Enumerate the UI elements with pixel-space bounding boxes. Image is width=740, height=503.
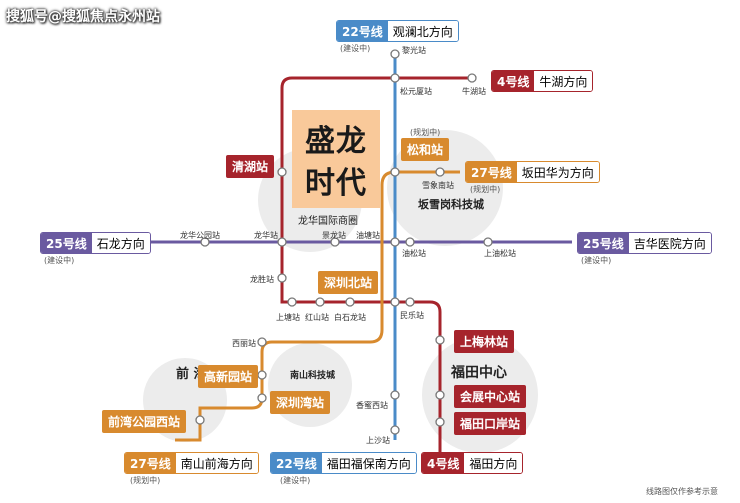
label-baishilong: 白石龙站: [334, 313, 366, 322]
station-dot-songyuanxia: [390, 73, 400, 83]
label-xili: 西丽站: [232, 339, 256, 348]
station-dot-longhua-park: [200, 237, 210, 247]
label-longhua-park: 龙华公园站: [180, 231, 220, 240]
label-shangtang: 上塘站: [276, 313, 300, 322]
dir-line25-east-num: 25号线: [578, 233, 629, 253]
dir-line4-north-dest: 牛湖方向: [534, 71, 593, 91]
label-jinglong: 景龙站: [322, 231, 346, 240]
label-yousong: 油松站: [402, 249, 426, 258]
dir-line25-west-sub: (建设中): [44, 256, 75, 265]
station-dot-liguang: [390, 49, 400, 59]
dir-line27-north-num: 27号线: [466, 162, 517, 182]
dir-line27-south-dest: 南山前海方向: [175, 453, 258, 473]
label-hongshan: 红山站: [305, 313, 329, 322]
station-dot-shangtang: [287, 297, 297, 307]
dir-line22-south-dest: 福田福保南方向: [321, 453, 416, 473]
tag-shenzhen-north: 深圳北站: [318, 271, 379, 294]
dir-line4-south-num: 4号线: [422, 453, 465, 473]
station-dot-jinglong: [330, 237, 340, 247]
station-dot-minle: [405, 297, 415, 307]
tag-songhe: 松和站: [401, 138, 450, 161]
dir-line25-west-dest: 石龙方向: [91, 233, 150, 253]
development-name-line1: 盛龙: [305, 124, 367, 159]
dir-line27-north-sub: (规划中): [470, 185, 501, 194]
development-highlight: 盛龙 时代: [292, 110, 380, 208]
tag-exhibition: 会展中心站: [454, 385, 527, 408]
area-futian: 福田中心: [451, 365, 507, 381]
footnote: 线路图仅作参考示意: [646, 487, 718, 496]
line-4: [280, 76, 472, 455]
station-dot-exhibition: [435, 390, 445, 400]
station-dot-xiangmihu: [390, 390, 400, 400]
station-dot-shangsha: [390, 425, 400, 435]
dir-line4-south-dest: 福田方向: [464, 453, 523, 473]
dir-line27-south-num: 27号线: [125, 453, 176, 473]
dir-line22-south-sub: (建设中): [280, 476, 311, 485]
dir-line25-west-num: 25号线: [41, 233, 92, 253]
label-shangyousong: 上油松站: [484, 249, 516, 258]
label-liguang: 黎光站: [402, 46, 426, 55]
dir-line25-east: 25号线 吉华医院方向: [577, 232, 712, 254]
station-dot-longhua: [277, 237, 287, 247]
line-27: [175, 170, 460, 442]
label-xiangmihu: 香蜜西站: [356, 401, 388, 410]
label-songyuanxia: 松元厦站: [400, 87, 432, 96]
label-xuexiangnan: 雪象南站: [422, 181, 454, 190]
tag-gaoxinyuan: 高新园站: [198, 365, 259, 388]
tag-qinghu: 清湖站: [226, 155, 275, 178]
station-dot-hongshan: [315, 297, 325, 307]
district-label: 龙华国际商圈: [298, 216, 358, 227]
dir-line22-north-sub: (建设中): [340, 44, 371, 53]
area-nanshan: 南山科技城: [290, 371, 336, 381]
area-bantian: 坂雪岗科技城: [418, 198, 484, 211]
tag-qianwan-park-w: 前湾公园西站: [102, 410, 187, 433]
tag-shangmeilin: 上梅林站: [454, 330, 515, 353]
station-dot-qinghu: [277, 167, 287, 177]
dir-line25-east-dest: 吉华医院方向: [628, 233, 711, 253]
station-dot-songhe: [390, 167, 400, 177]
dir-line25-west: 25号线 石龙方向: [40, 232, 151, 254]
dir-line4-north-num: 4号线: [492, 71, 535, 91]
station-dot-shenzhenwan: [257, 393, 267, 403]
dir-line27-north-dest: 坂田华为方向: [516, 162, 599, 182]
nanshan-area-bubble: [268, 343, 352, 427]
tag-songhe-sub: (规划中): [410, 128, 441, 137]
station-dot-yousong: [405, 237, 415, 247]
dir-line22-north-dest: 观澜北方向: [387, 21, 458, 41]
dir-line27-south: 27号线 南山前海方向: [124, 452, 259, 474]
label-minle: 民乐站: [400, 311, 424, 320]
station-dot-gaoxinyuan: [257, 370, 267, 380]
station-dot-shangmeilin: [435, 335, 445, 345]
dir-line22-north-num: 22号线: [337, 21, 388, 41]
station-dot-xili: [257, 337, 267, 347]
dir-line27-south-sub: (规划中): [130, 476, 161, 485]
dir-line4-north: 4号线 牛湖方向: [491, 70, 594, 92]
dir-line22-south-num: 22号线: [271, 453, 322, 473]
dir-line22-south: 22号线 福田福保南方向: [270, 452, 417, 474]
station-dot-longsheng: [277, 273, 287, 283]
label-shangsha: 上沙站: [366, 436, 390, 445]
dir-line27-north: 27号线 坂田华为方向: [465, 161, 600, 183]
station-dot-futian-port: [435, 417, 445, 427]
station-dot-baishilong: [345, 297, 355, 307]
station-dot-youtang: [390, 237, 400, 247]
station-dot-xuexiangnan: [435, 167, 445, 177]
dir-line22-north: 22号线 观澜北方向: [336, 20, 459, 42]
station-dot-shenzhen-north: [390, 297, 400, 307]
label-longsheng: 龙胜站: [250, 275, 274, 284]
label-longhua: 龙华站: [254, 231, 278, 240]
dir-line4-south: 4号线 福田方向: [421, 452, 524, 474]
station-dot-niuhu: [467, 73, 477, 83]
label-youtang: 油塘站: [356, 231, 380, 240]
dir-line25-east-sub: (建设中): [581, 256, 612, 265]
watermark: 搜狐号@搜狐焦点永州站: [6, 9, 160, 25]
station-dot-qianwan-park-w: [195, 415, 205, 425]
development-name-line2: 时代: [305, 166, 367, 201]
tag-futian-port: 福田口岸站: [454, 412, 527, 435]
tag-shenzhenwan: 深圳湾站: [270, 391, 331, 414]
label-niuhu: 牛湖站: [462, 87, 486, 96]
station-dot-shangyousong: [483, 237, 493, 247]
